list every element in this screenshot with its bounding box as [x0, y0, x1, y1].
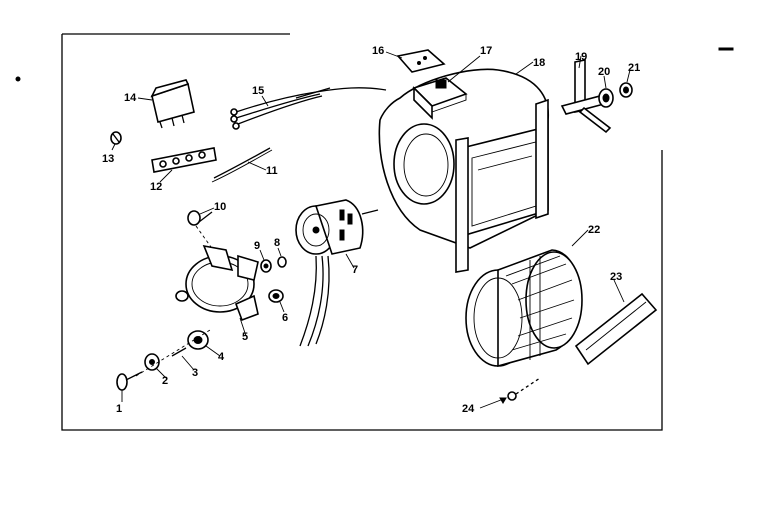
stray-mark [718, 47, 734, 51]
leader-5 [239, 317, 247, 337]
label-3: 3 [192, 367, 198, 379]
arrow-icon [499, 397, 507, 404]
label-14: 14 [124, 92, 137, 104]
part-19-motor-bracket[interactable] [560, 59, 612, 134]
part-6-grommet[interactable] [268, 289, 284, 303]
leader-8 [277, 247, 282, 257]
leader-22 [571, 229, 589, 247]
leader-7 [345, 253, 355, 269]
part-16-cover-plate[interactable] [396, 49, 446, 73]
label-20: 20 [598, 66, 610, 78]
part-23-cutoff-plate[interactable] [574, 292, 658, 366]
leader-20 [603, 75, 607, 89]
label-2: 2 [162, 375, 168, 387]
part-3-pin[interactable] [171, 347, 187, 357]
assembly-line [135, 329, 211, 377]
leader-18 [515, 61, 534, 75]
label-22: 22 [588, 224, 600, 236]
leader-2 [155, 367, 167, 379]
part-14-relay[interactable] [150, 79, 195, 129]
leader-19 [578, 55, 582, 69]
leader-11 [247, 161, 267, 171]
part-13-screw[interactable] [110, 131, 122, 145]
label-15: 15 [252, 85, 264, 97]
leader-16 [385, 51, 403, 59]
label-21: 21 [628, 62, 640, 74]
label-13: 13 [102, 153, 114, 165]
label-5: 5 [242, 331, 248, 343]
leader-14 [137, 97, 153, 101]
leader-23 [613, 279, 625, 303]
part-24-screw[interactable] [507, 377, 541, 401]
label-4: 4 [218, 351, 225, 363]
leader-12 [159, 169, 173, 183]
label-24: 24 [462, 403, 475, 415]
part-7-blower-motor[interactable] [295, 199, 379, 347]
part-17-limit-switch[interactable] [435, 79, 447, 89]
label-9: 9 [254, 240, 260, 252]
leader-21 [626, 69, 631, 83]
label-7: 7 [352, 264, 358, 276]
leader-15 [261, 95, 269, 107]
label-23: 23 [610, 271, 622, 283]
part-10-bolt[interactable] [187, 210, 213, 226]
part-22-blower-wheel[interactable] [465, 249, 583, 368]
label-8: 8 [274, 237, 280, 249]
label-16: 16 [372, 45, 384, 57]
part-18-blower-housing[interactable] [378, 68, 550, 273]
leader-3 [181, 355, 195, 371]
label-19: 19 [575, 51, 587, 63]
leader-10 [199, 207, 215, 215]
diagram-frame [61, 33, 663, 431]
part-2-washer[interactable] [144, 353, 160, 371]
leader-17 [447, 55, 481, 83]
label-1: 1 [116, 403, 122, 415]
label-18: 18 [533, 57, 545, 69]
part-9-nut[interactable] [260, 259, 272, 273]
part-4-bushing[interactable] [187, 330, 209, 350]
part-20-nut[interactable] [598, 88, 614, 108]
part-12-terminal-strip[interactable] [151, 147, 217, 173]
part-labels: 1 2 3 4 5 6 7 8 9 10 11 12 13 14 15 16 1… [102, 45, 640, 415]
part-21-washer[interactable] [619, 82, 633, 98]
leader-4 [205, 345, 221, 357]
part-15-wiring-harness[interactable] [230, 87, 387, 130]
leader-13 [111, 143, 116, 151]
label-10: 10 [214, 201, 226, 213]
stray-mark [15, 76, 21, 82]
leader-6 [279, 301, 285, 313]
leader-9 [259, 249, 265, 261]
label-12: 12 [150, 181, 162, 193]
label-6: 6 [282, 312, 288, 324]
part-5-motor-mount[interactable] [175, 244, 259, 322]
part-11-wire[interactable] [211, 147, 273, 183]
label-17: 17 [480, 45, 492, 57]
part-8-washer[interactable] [277, 256, 287, 268]
label-11: 11 [266, 165, 278, 177]
